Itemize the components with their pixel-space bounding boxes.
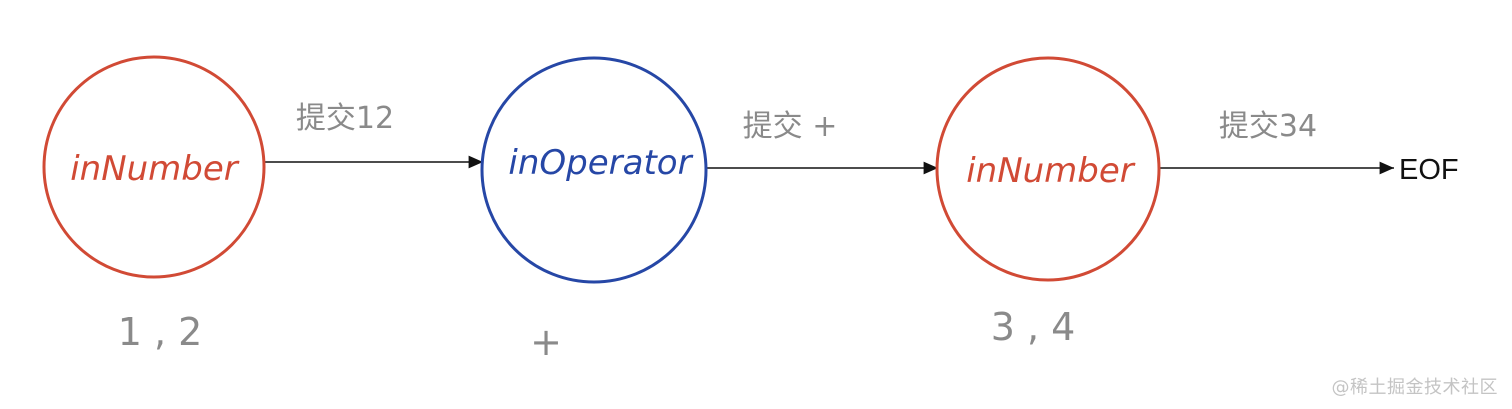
state-input-operator: + (530, 320, 562, 364)
state-label-inoperator: inOperator (508, 143, 693, 183)
eof-label: EOF (1399, 154, 1459, 186)
state-circle-innumber-2 (935, 56, 1161, 282)
state-circle-inoperator (480, 56, 708, 284)
edge-label-3: 提交34 (1219, 109, 1317, 144)
edge-label-2: 提交 + (743, 109, 838, 144)
state-label-innumber-1: inNumber (70, 149, 240, 189)
state-label-innumber-2: inNumber (966, 151, 1136, 191)
edge-label-1: 提交12 (296, 101, 394, 136)
state-circle-innumber-1 (42, 55, 266, 279)
state-input-2: 3 , 4 (991, 305, 1076, 349)
state-input-1: 1 , 2 (118, 310, 203, 354)
watermark-text: @稀土掘金技术社区 (1331, 377, 1498, 398)
